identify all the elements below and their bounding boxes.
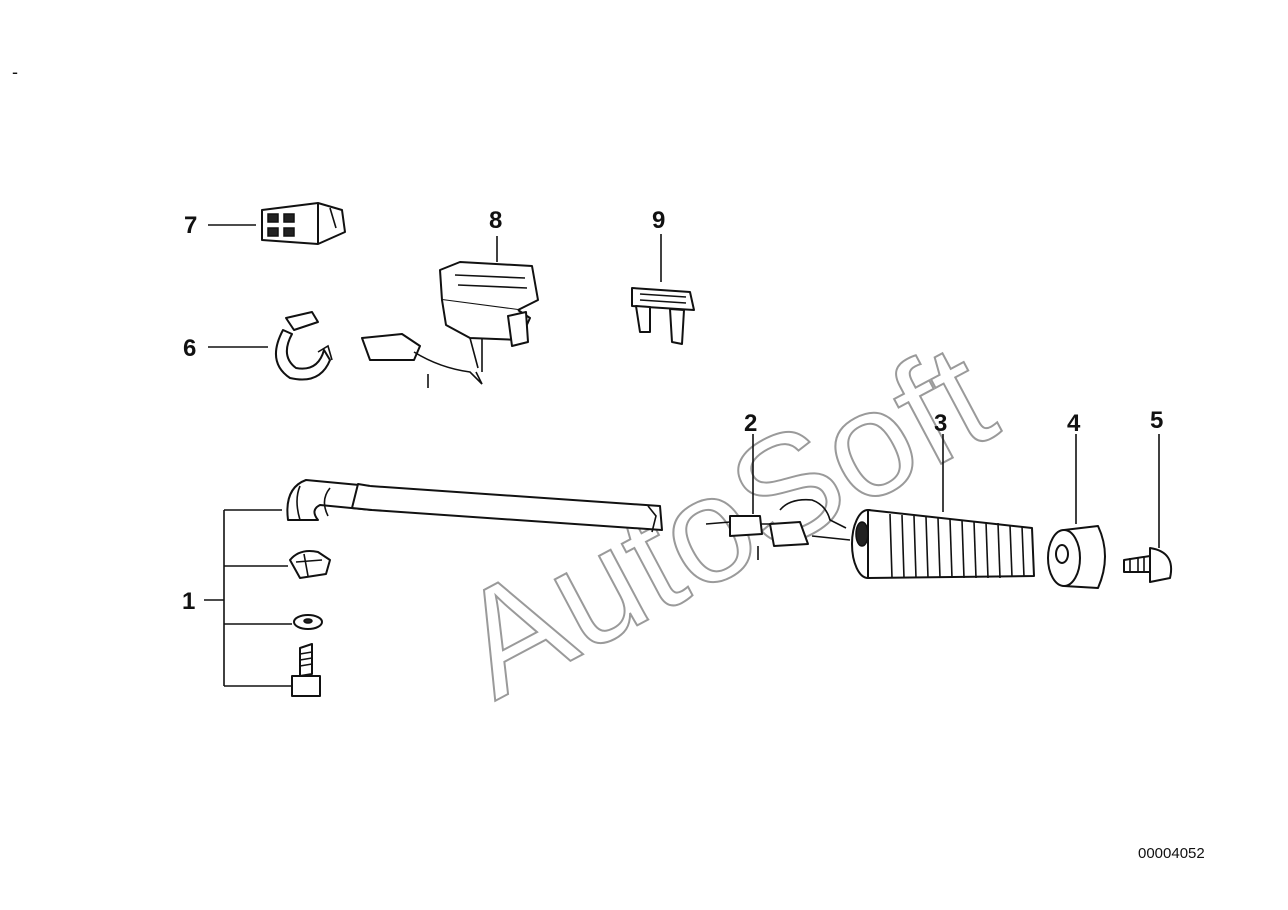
part-6-strap-clamp[interactable]: [275, 311, 333, 381]
part-3-bellows-boot[interactable]: [851, 509, 1035, 579]
callout-5[interactable]: 5: [1150, 407, 1163, 434]
part-4-grommet[interactable]: [1047, 525, 1106, 589]
corner-mark: -: [12, 62, 18, 82]
callout-7[interactable]: 7: [184, 212, 197, 239]
part-1-bolt[interactable]: [291, 643, 321, 697]
callout-2[interactable]: 2: [744, 410, 757, 437]
diagram-number: 00004052: [1138, 845, 1205, 862]
part-5-screw[interactable]: [1123, 547, 1172, 583]
part-1-washer[interactable]: [293, 614, 323, 630]
part-1-nut[interactable]: [289, 550, 331, 579]
callout-8[interactable]: 8: [489, 207, 502, 234]
part-2-cable-plug[interactable]: [705, 498, 851, 547]
callout-3[interactable]: 3: [934, 410, 947, 437]
callout-1[interactable]: 1: [182, 588, 195, 615]
callout-9[interactable]: 9: [652, 207, 665, 234]
part-1-antenna-mast[interactable]: [286, 479, 663, 533]
part-9-fuse[interactable]: [631, 287, 695, 345]
callout-4[interactable]: 4: [1067, 410, 1081, 437]
callout-6[interactable]: 6: [183, 335, 196, 362]
part-7-connector[interactable]: [261, 202, 346, 245]
leader-1-bracket: [204, 509, 292, 687]
part-8-relay[interactable]: [361, 261, 539, 385]
